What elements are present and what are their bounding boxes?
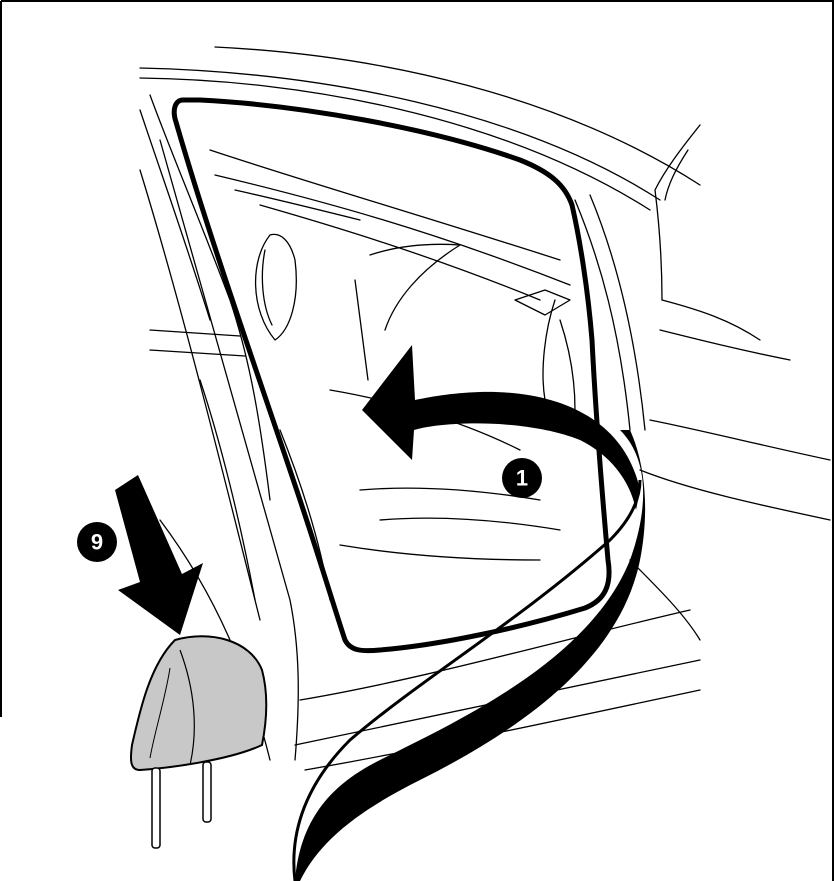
headrest-icon (131, 636, 266, 848)
callout-step-1: 1 (502, 458, 542, 498)
down-arrow-icon (115, 475, 203, 635)
callout-step-9: 9 (77, 522, 117, 562)
callout-step-9-label: 9 (91, 530, 103, 555)
headrest-post (152, 762, 211, 848)
curved-arrow-icon (362, 345, 640, 510)
seal-strip (294, 430, 645, 881)
callout-step-1-label: 1 (516, 466, 528, 491)
